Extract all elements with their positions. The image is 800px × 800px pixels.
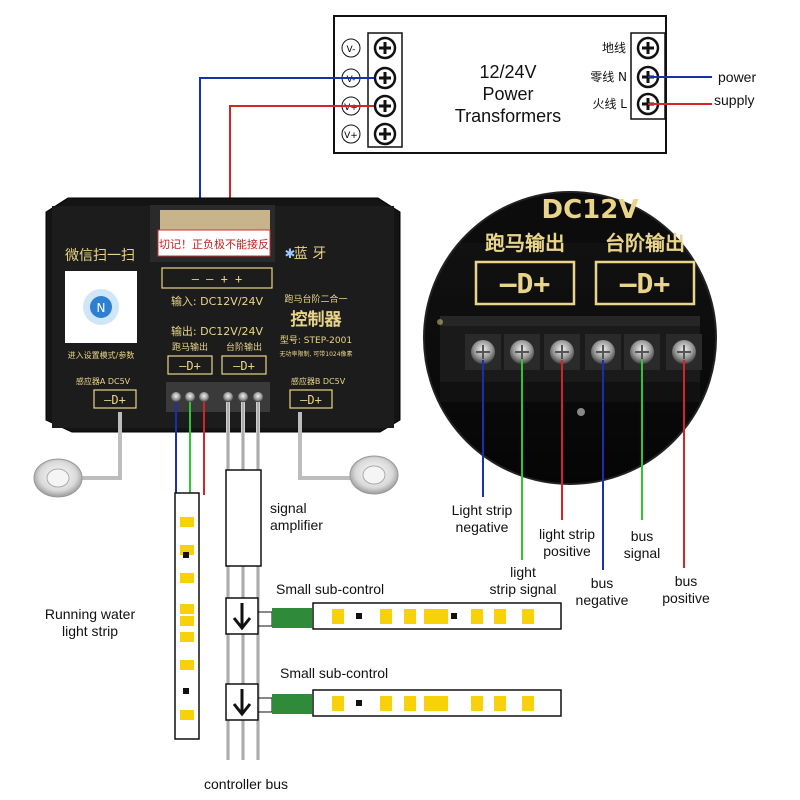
output-label: 输出: DC12V/24V	[171, 324, 264, 338]
transformer-title-2: Power	[482, 84, 533, 104]
zoom-step-output: 台阶输出	[605, 231, 685, 255]
terminal-mark: V-	[347, 75, 356, 85]
sensor-a-label: 感应器A DC5V	[76, 376, 131, 386]
motion-sensor-icon	[46, 468, 70, 488]
motion-sensor-a	[33, 412, 122, 498]
sub-control-board	[272, 694, 312, 714]
sensor-a-terminal-marks: —D+	[104, 393, 126, 407]
screw-icon	[577, 408, 585, 416]
step-output-label: 台阶输出	[226, 341, 262, 353]
bluetooth-label: 蓝 牙	[294, 246, 326, 262]
power-transformer: V- V- V+ V+ 12/24V Power Transformers 地线…	[333, 15, 667, 154]
svg-text:N: N	[97, 301, 106, 315]
output-terminal-block	[166, 382, 270, 412]
input-label: 输入: DC12V/24V	[171, 294, 264, 308]
terminal-mark: V-	[347, 45, 356, 55]
power-label: power	[718, 69, 756, 85]
zoom-running-terminal-marks: —D+	[500, 267, 551, 300]
model: 型号: STEP-2001	[280, 335, 352, 346]
top-terminal-marks: — — + +	[192, 272, 243, 286]
wire-terminal-strip	[160, 210, 270, 230]
model-note: 无功率限制, 可带1024像素	[279, 350, 352, 358]
left-terminal-marks: V- V- V+ V+	[341, 38, 361, 144]
product-name: 控制器	[291, 309, 343, 330]
motion-sensor-icon	[362, 465, 386, 485]
product-line: 跑马台阶二合一	[284, 293, 347, 305]
transformer-title-3: Transformers	[455, 106, 561, 126]
down-arrow-icon	[232, 689, 252, 717]
ground-label: 地线	[602, 41, 626, 55]
zoom-step-terminal-marks: —D+	[620, 267, 671, 300]
supply-label: supply	[714, 92, 754, 108]
sub-control-2-label: Small sub-control	[280, 665, 389, 681]
terminal-mark: V+	[344, 103, 358, 113]
sub-control-1-label: Small sub-control	[276, 581, 385, 597]
sub-control-board	[272, 608, 312, 628]
output-screws	[171, 392, 263, 402]
sensor-b-label: 感应器B DC5V	[291, 376, 346, 386]
zoom-dc-label: DC12V	[542, 195, 639, 225]
running-output-label: 跑马输出	[172, 341, 208, 353]
step-terminal-marks: —D+	[233, 359, 255, 373]
running-terminal-marks: —D+	[179, 359, 201, 373]
warning-text: 切记！正负极不能接反	[159, 237, 269, 251]
neutral-label: 零线 N	[590, 70, 627, 84]
down-arrow-icon	[232, 603, 252, 631]
running-water-strip	[174, 492, 200, 740]
left-plus-terminals	[373, 36, 397, 146]
signal-amplifier	[225, 469, 262, 567]
wechat-label: 微信扫一扫	[65, 248, 135, 264]
live-label: 火线 L	[592, 97, 627, 111]
transformer-title-1: 12/24V	[479, 62, 536, 82]
zoom-screws	[465, 334, 702, 370]
terminal-mark: V+	[344, 131, 358, 141]
sub-control-1	[225, 597, 562, 635]
sub-control-2	[225, 683, 562, 721]
bluetooth-icon: ✱	[285, 247, 296, 262]
controller-negative-input-wire	[199, 77, 374, 250]
qr-caption: 进入设置模式/参数	[68, 350, 135, 360]
warning-label	[157, 229, 271, 257]
sensor-b-terminal-marks: —D+	[300, 393, 322, 407]
motion-sensor-b	[298, 412, 399, 495]
terminal-zoom-view: DC12V 跑马输出 台阶输出 —D+ —D+	[423, 191, 717, 485]
controller-bus-label: controller bus	[204, 776, 289, 792]
zoom-running-output: 跑马输出	[485, 231, 565, 255]
controller-box: 切记！正负极不能接反 微信扫一扫 N 进入设置模式/参数 蓝 牙 ✱ — — +…	[45, 197, 401, 433]
